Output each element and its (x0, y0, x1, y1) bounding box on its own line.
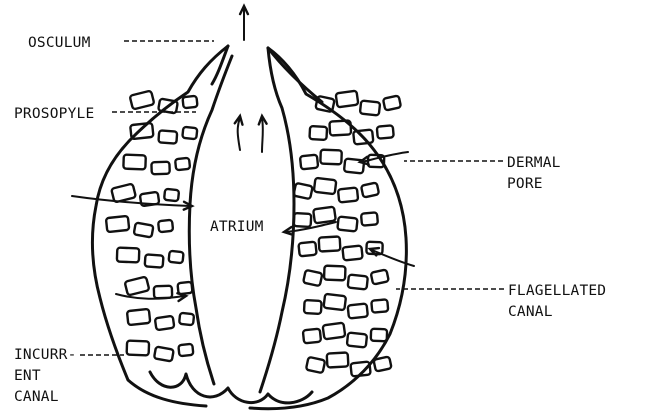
chamber-67 (373, 356, 391, 371)
chamber-19 (125, 277, 150, 296)
chamber-53 (324, 266, 345, 281)
chamber-36 (300, 155, 318, 170)
chamber-15 (158, 220, 173, 232)
chamber-6 (182, 127, 197, 139)
osculum-outflow-arrow (240, 6, 248, 40)
chamber-23 (155, 316, 174, 330)
right-inner-wall-outline (260, 48, 294, 392)
chamber-50 (342, 246, 362, 261)
chamber-5 (158, 130, 177, 143)
chamber-52 (303, 270, 322, 286)
chamber-62 (347, 333, 367, 348)
chamber-21 (177, 282, 192, 294)
chamber-42 (338, 188, 358, 203)
chamber-40 (293, 183, 312, 199)
chamber-25 (127, 341, 149, 356)
chamber-65 (327, 352, 349, 367)
atrium-flow-arrow-right (259, 116, 267, 152)
chamber-63 (371, 329, 387, 342)
chamber-18 (169, 251, 184, 263)
chamber-1 (130, 91, 155, 110)
chamber-9 (175, 158, 190, 170)
atrium-label: ATRIUM (210, 217, 264, 238)
chamber-48 (298, 242, 316, 257)
chamber-22 (127, 309, 150, 325)
chamber-46 (337, 217, 357, 232)
chamber-13 (106, 216, 129, 232)
chamber-32 (309, 126, 327, 140)
chamber-7 (123, 155, 145, 170)
chamber-41 (314, 178, 337, 194)
chamber-54 (348, 275, 368, 290)
chamber-58 (348, 304, 368, 319)
prosopyle-label: PROSOPYLE (14, 104, 94, 125)
chamber-64 (306, 357, 325, 373)
chamber-57 (323, 294, 346, 310)
chamber-27 (178, 344, 193, 356)
chamber-16 (117, 248, 139, 263)
incurrent-arrow-left-lower (116, 293, 186, 301)
chamber-26 (154, 347, 174, 362)
chamber-37 (320, 150, 341, 165)
chamber-12 (164, 189, 179, 201)
atrium-flow-arrow-left-shaft (238, 118, 240, 150)
chamber-30 (360, 101, 380, 116)
chamber-29 (336, 91, 359, 108)
chamber-43 (361, 182, 379, 197)
dermal-pore-label: DERMAL PORE (507, 153, 561, 195)
incurrent-arrow-left-lower-shaft (116, 294, 184, 299)
flagellated-canal-label: FLAGELLATED CANAL (508, 281, 606, 323)
chamber-3 (182, 96, 197, 108)
chamber-45 (313, 207, 336, 224)
chamber-10 (111, 184, 136, 203)
chamber-47 (361, 212, 378, 225)
chamber-35 (377, 125, 394, 138)
osculum-label: OSCULUM (28, 33, 91, 54)
chamber-60 (303, 329, 321, 344)
chamber-17 (145, 254, 164, 267)
chamber-8 (151, 162, 169, 175)
label-leader-lines (80, 41, 504, 355)
chamber-20 (154, 286, 172, 299)
chamber-59 (371, 299, 388, 312)
chamber-14 (134, 223, 154, 238)
chamber-49 (319, 236, 341, 251)
chamber-28 (315, 96, 334, 112)
chamber-61 (323, 323, 346, 340)
atrium-flow-arrow-right-shaft (262, 118, 263, 152)
chamber-24 (179, 313, 194, 325)
chamber-44 (294, 213, 312, 227)
incurrent-canal-label: INCURR- ENT CANAL (14, 345, 77, 408)
chamber-55 (371, 269, 389, 284)
atrium-flow-arrow-left (235, 116, 243, 150)
chamber-31 (383, 95, 401, 110)
chamber-56 (304, 300, 322, 314)
base-outline (150, 372, 312, 403)
